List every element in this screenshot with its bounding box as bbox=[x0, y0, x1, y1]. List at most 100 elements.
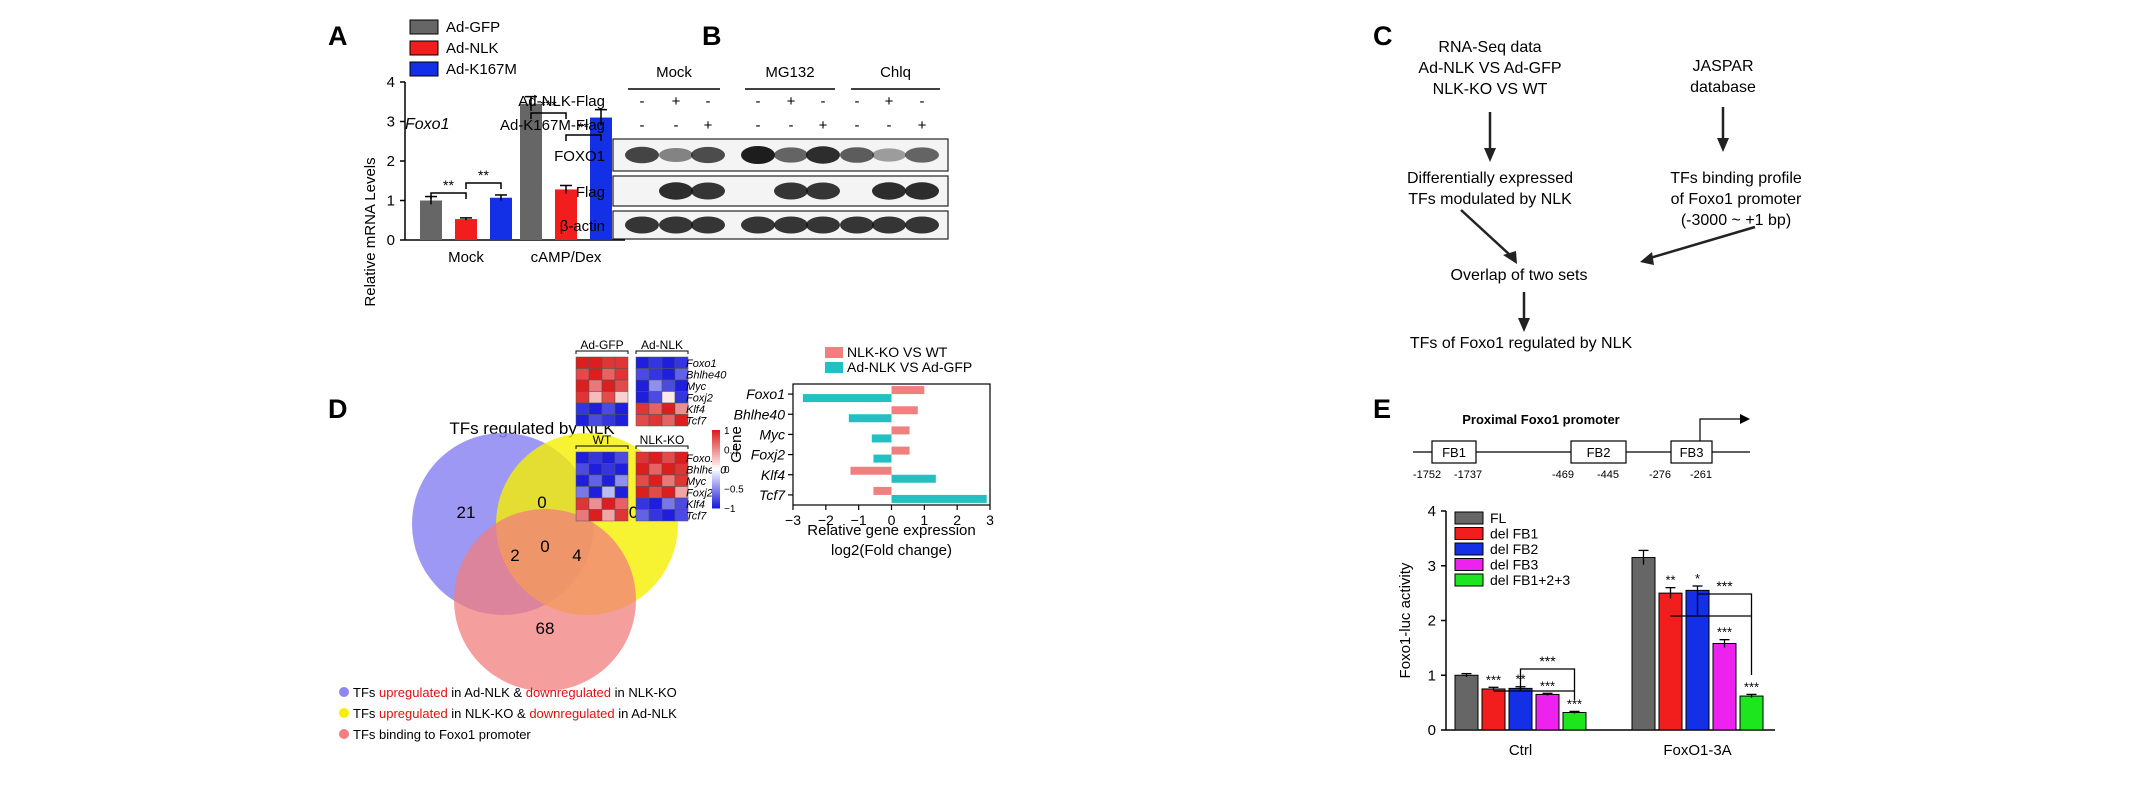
chart-e-bracket bbox=[1696, 593, 1753, 675]
hbar-xtick-label: −1 bbox=[851, 512, 867, 528]
chart-e-significance: *** bbox=[1744, 679, 1759, 694]
blot-band bbox=[840, 216, 874, 234]
heatmap-scale-step bbox=[712, 445, 720, 449]
heatmap-cell bbox=[648, 486, 663, 499]
heatmap-cell bbox=[614, 356, 629, 369]
heatmap-cell bbox=[614, 451, 629, 464]
flow-text-line: Differentially expressed bbox=[1407, 170, 1573, 187]
chart-a-xtick-label: cAMP/Dex bbox=[531, 249, 602, 266]
heatmap-scale-step bbox=[712, 457, 720, 460]
heatmap-cell bbox=[601, 497, 616, 510]
hbar-bar bbox=[891, 386, 925, 395]
hbar-bar bbox=[891, 494, 987, 503]
blot-sign: - bbox=[887, 117, 892, 134]
chart-e-ytick-label: 4 bbox=[1428, 503, 1436, 520]
heatmap-group-label: Ad-NLK bbox=[641, 338, 683, 352]
heatmap-cell bbox=[648, 391, 663, 404]
heatmap-scale-step bbox=[712, 490, 720, 493]
chart-e-ytick-label: 0 bbox=[1428, 722, 1436, 739]
flow-text-line: RNA-Seq data bbox=[1438, 39, 1541, 56]
promoter-position: -469 bbox=[1552, 469, 1574, 481]
blot-group-label: Chlq bbox=[880, 64, 911, 81]
chart-e-bar bbox=[1454, 674, 1479, 731]
heatmap-cell bbox=[601, 391, 616, 404]
venn-legend-segment: in Ad-NLK bbox=[615, 706, 677, 721]
flow-text-line: Ad-NLK VS Ad-GFP bbox=[1418, 60, 1561, 77]
promoter-box-fb1 bbox=[1431, 440, 1477, 464]
flow-text-line: TFs modulated by NLK bbox=[1408, 191, 1572, 208]
blot-sign: - bbox=[855, 117, 860, 134]
heatmap-group-bracket bbox=[575, 350, 629, 354]
heatmap-scale-step bbox=[712, 472, 720, 476]
heatmap-gene-label: Foxo1 bbox=[686, 358, 717, 370]
venn-legend-segment: TFs bbox=[353, 706, 379, 721]
heatmap-scale-step bbox=[712, 484, 720, 488]
heatmap-cell bbox=[614, 391, 629, 404]
blot-band bbox=[691, 146, 725, 164]
heatmap-cell bbox=[614, 414, 629, 427]
heatmap-scale-step bbox=[712, 502, 720, 505]
blot-band bbox=[872, 148, 906, 162]
heatmap-cell bbox=[614, 402, 629, 415]
heatmap-cell bbox=[601, 356, 616, 369]
hbar-bar bbox=[873, 454, 892, 463]
hbar-xlabel: Relative gene expression bbox=[807, 522, 975, 539]
hbar-ylabel: Gene bbox=[728, 426, 745, 463]
hbar-category-label: Foxj2 bbox=[751, 447, 785, 463]
blot-sign: + bbox=[704, 117, 713, 134]
chart-a-legend-swatch bbox=[409, 19, 439, 35]
heatmap-scale-step bbox=[712, 496, 720, 499]
heatmap-scale-step bbox=[712, 470, 720, 474]
heatmap-cell bbox=[661, 368, 676, 381]
chart-e-legend-swatch bbox=[1454, 527, 1484, 540]
hbar-bar bbox=[873, 486, 892, 495]
venn-circle-pink bbox=[454, 509, 636, 691]
chart-a-xtick-label: Mock bbox=[448, 249, 484, 266]
chart-a-bar bbox=[590, 117, 612, 240]
promoter-box-fb3 bbox=[1670, 440, 1713, 464]
chart-e-significance: * bbox=[1695, 571, 1700, 586]
venn-legend-dot bbox=[339, 708, 349, 718]
heatmap-cell bbox=[601, 463, 616, 476]
heatmap-cell bbox=[635, 486, 650, 499]
chart-e-bar bbox=[1631, 557, 1656, 731]
heatmap-cell bbox=[674, 509, 689, 522]
venn-number: 0 bbox=[537, 493, 546, 512]
hbar-xlabel-2: log2(Fold change) bbox=[831, 542, 952, 559]
heatmap-group-label: Ad-GFP bbox=[580, 338, 623, 352]
hbar-xtick-label: −3 bbox=[785, 512, 801, 528]
blot-sign: + bbox=[787, 93, 796, 110]
heatmap-cell bbox=[588, 463, 603, 476]
hbar-bar bbox=[891, 446, 910, 455]
blot-band bbox=[741, 146, 775, 164]
hbar-bar bbox=[891, 406, 918, 415]
heatmap-cell bbox=[648, 463, 663, 476]
venn-legend-text: TFs upregulated in Ad-NLK & downregulate… bbox=[353, 685, 677, 700]
heatmap-cell bbox=[575, 509, 590, 522]
heatmap-cell bbox=[588, 356, 603, 369]
promoter-position: -445 bbox=[1597, 469, 1619, 481]
flow-result: TFs of Foxo1 regulated by NLK bbox=[1410, 335, 1633, 352]
hbar-frame bbox=[792, 383, 991, 506]
heatmap-scale-step bbox=[712, 486, 720, 489]
heatmap-group-bracket bbox=[635, 350, 689, 354]
chart-e-legend-label: del FB1+2+3 bbox=[1490, 572, 1570, 588]
heatmap-gene-label: Klf4 bbox=[686, 404, 705, 416]
heatmap-cell bbox=[614, 497, 629, 510]
chart-e-legend-label: del FB1 bbox=[1490, 526, 1538, 542]
panel-label-b: B bbox=[702, 21, 722, 51]
hbar-bar bbox=[891, 426, 910, 435]
heatmap-cell bbox=[588, 486, 603, 499]
heatmap-cell bbox=[635, 391, 650, 404]
promoter-box-label: FB2 bbox=[1587, 445, 1611, 460]
chart-a-ytick-label: 2 bbox=[387, 153, 395, 170]
heatmap-cell bbox=[614, 509, 629, 522]
flow-text-line: JASPAR bbox=[1692, 58, 1753, 75]
chart-a-annotations: ********* bbox=[430, 97, 602, 199]
heatmap-cell bbox=[575, 379, 590, 392]
heatmap-scale-step bbox=[712, 465, 720, 468]
heatmap-cell bbox=[635, 414, 650, 427]
